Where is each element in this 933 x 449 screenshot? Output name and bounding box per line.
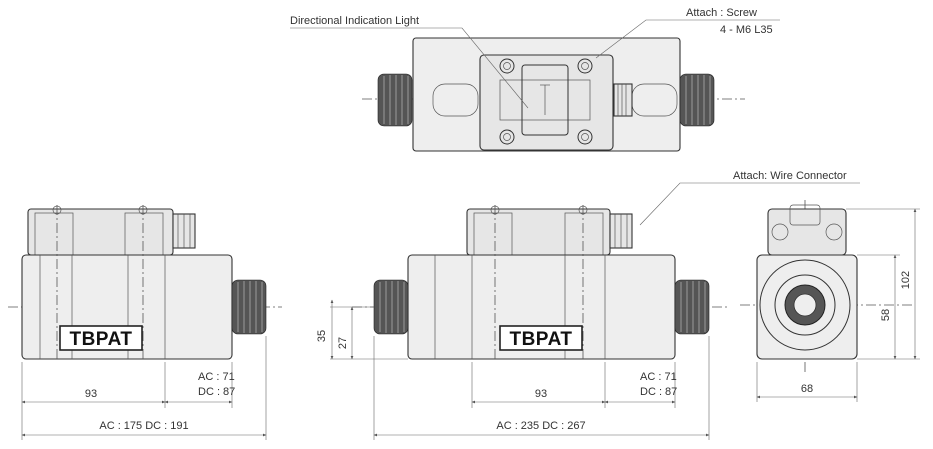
right-end-view: 102 58 68 — [740, 200, 920, 402]
attach-screw-label: Attach : Screw — [686, 7, 757, 19]
left-dim-93: 93 — [85, 388, 97, 400]
left-ac-71: AC : 71 — [198, 371, 235, 383]
right-dim-102: 102 — [900, 271, 912, 289]
left-total-dim: AC : 175 DC : 191 — [99, 420, 188, 432]
left-knob — [377, 73, 413, 127]
middle-brand-text: TBPAT — [509, 329, 572, 350]
directional-light-label: Directional Indication Light — [290, 15, 419, 27]
right-dim-68: 68 — [801, 383, 813, 395]
right-dim-58: 58 — [880, 309, 892, 321]
middle-side-view: TBPAT 35 27 93 AC : 71 DC : 87 AC : 235 … — [316, 170, 860, 440]
middle-dim-27: 27 — [337, 337, 349, 349]
left-brand-plate — [59, 325, 143, 351]
middle-ac-71: AC : 71 — [640, 371, 677, 383]
attach-wire-label: Attach: Wire Connector — [733, 170, 847, 182]
middle-brand-plate — [499, 325, 583, 351]
screw-spec-label: 4 - M6 L35 — [720, 24, 773, 36]
top-view: Directional Indication Light Attach : Sc… — [290, 7, 780, 152]
right-knob — [679, 73, 715, 127]
middle-dc-87: DC : 87 — [640, 386, 677, 398]
middle-dim-93: 93 — [535, 388, 547, 400]
left-dc-87: DC : 87 — [198, 386, 235, 398]
middle-total-dim: AC : 235 DC : 267 — [496, 420, 585, 432]
left-brand-text: TBPAT — [69, 329, 132, 350]
center-block — [479, 54, 614, 151]
top-connector — [613, 83, 633, 117]
left-side-view: TBPAT 93 AC : 71 DC : 87 AC : 175 DC : 1… — [8, 205, 282, 440]
middle-dim-35: 35 — [316, 330, 328, 342]
screw-holes — [499, 58, 593, 145]
